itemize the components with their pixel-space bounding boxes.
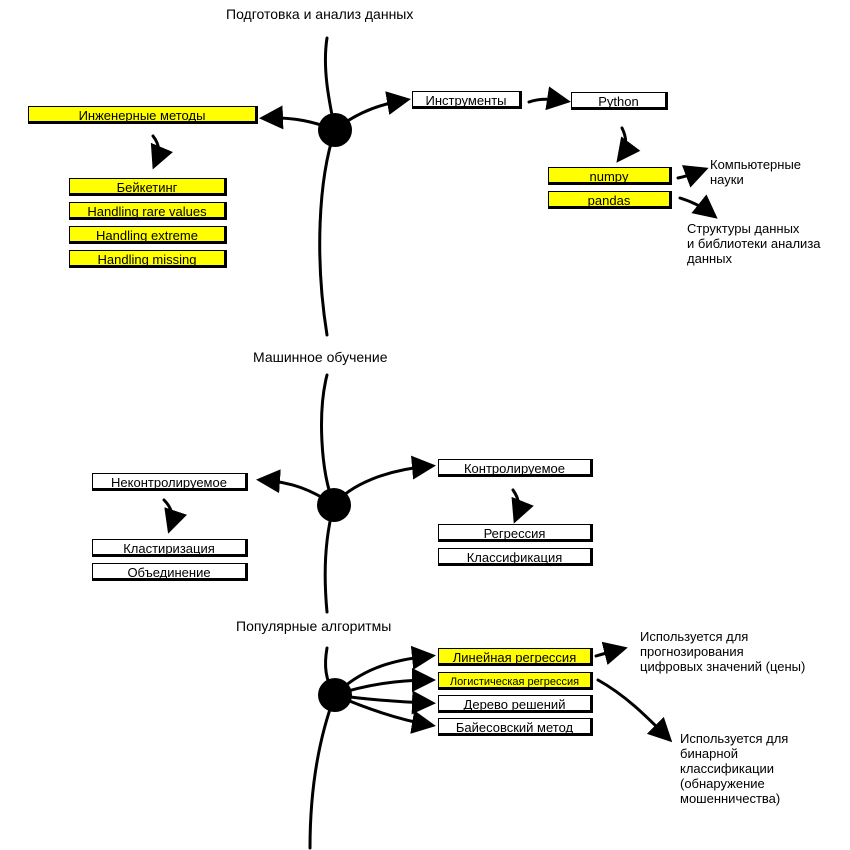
node-algorithm: Байесовский метод bbox=[438, 718, 593, 736]
arrow-to-python bbox=[527, 86, 571, 111]
node-supervised: Контролируемое bbox=[438, 459, 593, 477]
note-linear-regression: Используется для прогнозирования цифровы… bbox=[640, 629, 806, 674]
node-unsupervised-item: Объединение bbox=[92, 563, 248, 581]
hub-node bbox=[317, 488, 351, 522]
hub-node bbox=[318, 113, 352, 147]
node-numpy: numpy bbox=[548, 167, 672, 185]
spine-line bbox=[318, 128, 337, 337]
note-computer-science: Компьютерные науки bbox=[710, 157, 802, 187]
node-engineering-item: Handling missing bbox=[69, 250, 227, 268]
arrow-to-linear-note bbox=[594, 641, 628, 666]
note-logistic-regression: Используется для бинарной классификации … bbox=[680, 731, 789, 806]
arrow-to-regression bbox=[511, 488, 534, 524]
arrow-to-cs-note bbox=[676, 165, 709, 188]
node-engineering-methods: Инженерные методы bbox=[28, 106, 258, 124]
hub-node bbox=[318, 678, 352, 712]
node-engineering-item: Handling rare values bbox=[69, 202, 227, 220]
node-engineering-item: Бейкетинг bbox=[69, 178, 227, 196]
node-engineering-item: Handling extreme bbox=[69, 226, 227, 244]
node-unsupervised: Неконтролируемое bbox=[92, 473, 248, 491]
node-algorithm: Дерево решений bbox=[438, 695, 593, 713]
arrow-to-pandas-note bbox=[678, 194, 718, 219]
node-unsupervised-item: Кластиризация bbox=[92, 539, 248, 557]
spine-line bbox=[308, 693, 337, 850]
arrow-to-clustering bbox=[162, 498, 188, 534]
node-tools: Инструменты bbox=[412, 91, 522, 109]
node-supervised-item: Классификация bbox=[438, 548, 593, 566]
node-pandas: pandas bbox=[548, 191, 672, 209]
node-supervised-item: Регрессия bbox=[438, 524, 593, 542]
arrow-to-buckets bbox=[150, 134, 173, 170]
section-title: Подготовка и анализ данных bbox=[226, 6, 414, 22]
arrow-to-numpy bbox=[616, 126, 641, 163]
node-algorithm: Линейная регрессия bbox=[438, 648, 593, 666]
spine-line bbox=[320, 373, 336, 507]
arrow-to-logistic-note bbox=[596, 678, 673, 743]
node-python: Python bbox=[571, 92, 668, 110]
section-title: Машинное обучение bbox=[253, 349, 388, 365]
note-data-structures: Структуры данных и библиотеки анализа да… bbox=[687, 221, 821, 266]
section-title: Популярные алгоритмы bbox=[236, 618, 392, 634]
node-algorithm: Логистическая регрессия bbox=[438, 672, 593, 690]
